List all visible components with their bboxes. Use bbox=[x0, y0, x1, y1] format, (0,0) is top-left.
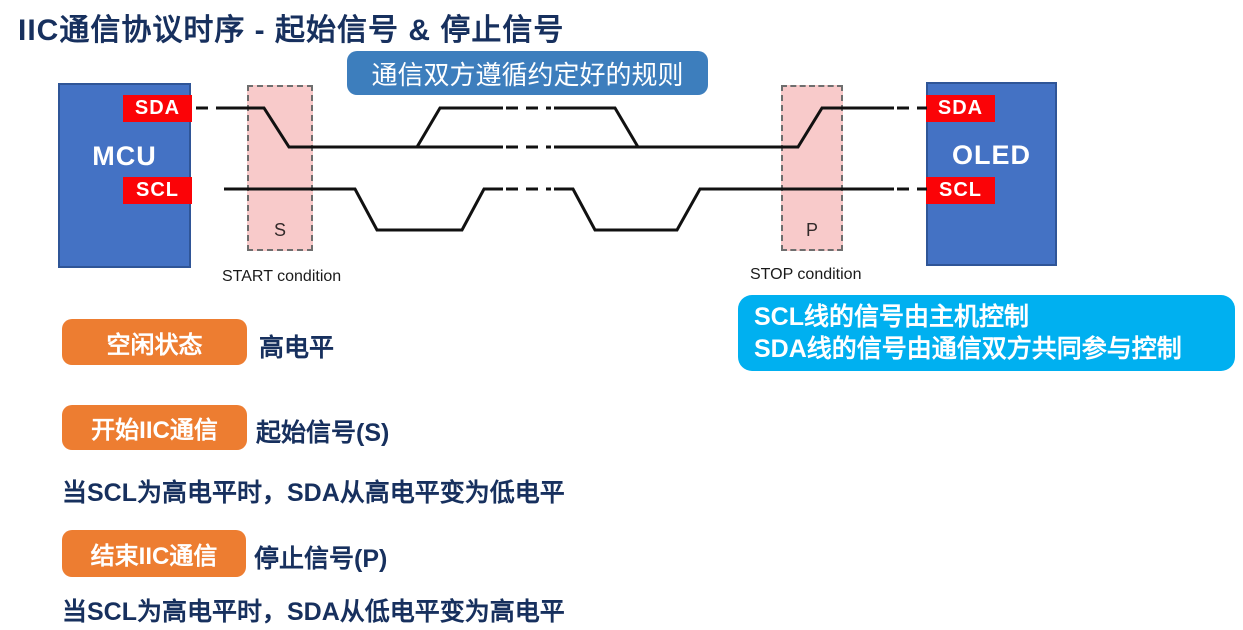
stop-signal-description: 当SCL为高电平时，SDA从低电平变为高电平 bbox=[62, 598, 565, 626]
oled-sda-pin-label: SDA bbox=[926, 95, 995, 122]
start-region-letter: S bbox=[273, 220, 286, 240]
note-line-1: SCL线的信号由主机控制 bbox=[754, 302, 1030, 331]
idle-state-value: 高电平 bbox=[259, 334, 335, 362]
page-title: IIC通信协议时序 - 起始信号 & 停止信号 bbox=[18, 14, 565, 47]
oled-scl-pin-label: SCL bbox=[926, 177, 995, 204]
start-condition-caption: START condition bbox=[222, 268, 342, 285]
stop-condition-region: P bbox=[781, 85, 843, 251]
idle-state-badge: 空闲状态 bbox=[62, 319, 247, 365]
callout-rule-box: 通信双方遵循约定好的规则 bbox=[347, 51, 708, 95]
mcu-sda-pin-label: SDA bbox=[123, 95, 192, 122]
start-condition-region: S bbox=[247, 85, 313, 251]
stop-region-letter: P bbox=[805, 220, 818, 240]
start-signal-label: 起始信号(S) bbox=[256, 419, 390, 447]
callout-text: 通信双方遵循约定好的规则 bbox=[371, 59, 684, 90]
stop-condition-caption: STOP condition bbox=[750, 266, 862, 283]
note-line-2: SDA线的信号由通信双方共同参与控制 bbox=[754, 335, 1182, 363]
start-signal-description: 当SCL为高电平时，SDA从高电平变为低电平 bbox=[62, 479, 565, 507]
stop-signal-label: 停止信号(P) bbox=[254, 545, 388, 573]
oled-label: OLED bbox=[951, 140, 1031, 170]
mcu-label: MCU bbox=[92, 141, 157, 171]
mcu-scl-pin-label: SCL bbox=[123, 177, 192, 204]
stop-iic-badge: 结束IIC通信 bbox=[62, 530, 246, 577]
start-iic-badge: 开始IIC通信 bbox=[62, 405, 247, 450]
control-note-box: SCL线的信号由主机控制 SDA线的信号由通信双方共同参与控制 bbox=[738, 295, 1235, 371]
